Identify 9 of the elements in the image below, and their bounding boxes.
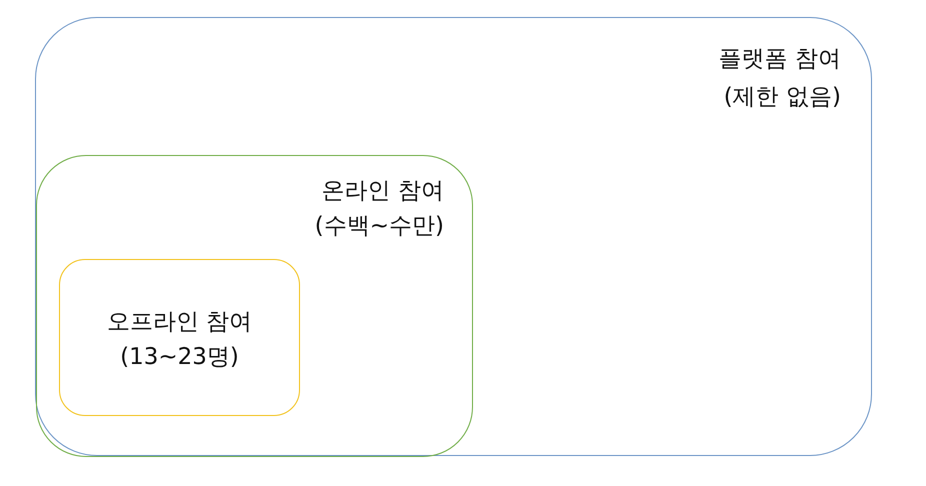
group-title: 오프라인 참여 (106, 308, 252, 337)
group-title: 플랫폼 참여 (718, 45, 841, 74)
rounded-group-box (59, 259, 300, 416)
group-count-note: (수백~수만) (314, 212, 444, 241)
group-count-note: (13~23명) (120, 343, 239, 372)
group-title: 온라인 참여 (322, 177, 444, 206)
rounded-group-box (36, 155, 473, 457)
group-count-note: (제한 없음) (724, 83, 841, 112)
rounded-group-box (35, 17, 872, 456)
